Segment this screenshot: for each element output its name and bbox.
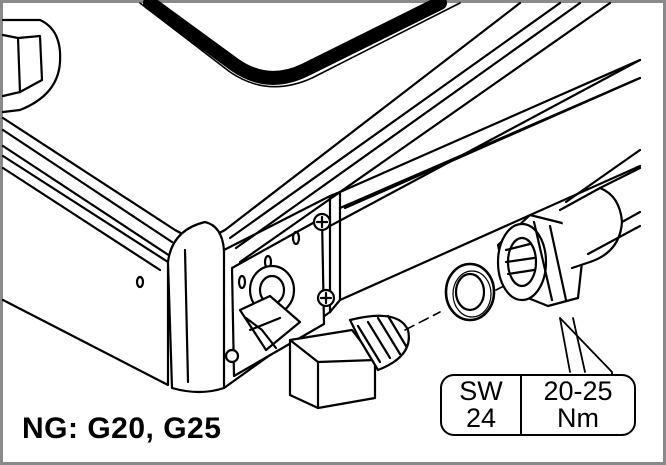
knob-icon [1, 18, 62, 114]
torque-unit: Nm [557, 403, 599, 433]
gas-type-caption: NG: G20, G25 [22, 412, 222, 445]
torque-range: 20-25 [543, 376, 613, 406]
torque-cell: 20-25 Nm [522, 376, 634, 434]
elbow-connector-icon [238, 264, 410, 410]
torque-spec-box: SW 24 20-25 Nm [440, 374, 636, 436]
wrench-size-cell: SW 24 [442, 376, 522, 434]
sealing-washer-icon [444, 262, 496, 322]
wrench-size-label: SW [459, 376, 503, 406]
appliance-housing-icon [1, 0, 642, 394]
wrench-size-value: 24 [465, 403, 497, 433]
gas-hose-nut-icon [496, 148, 642, 308]
